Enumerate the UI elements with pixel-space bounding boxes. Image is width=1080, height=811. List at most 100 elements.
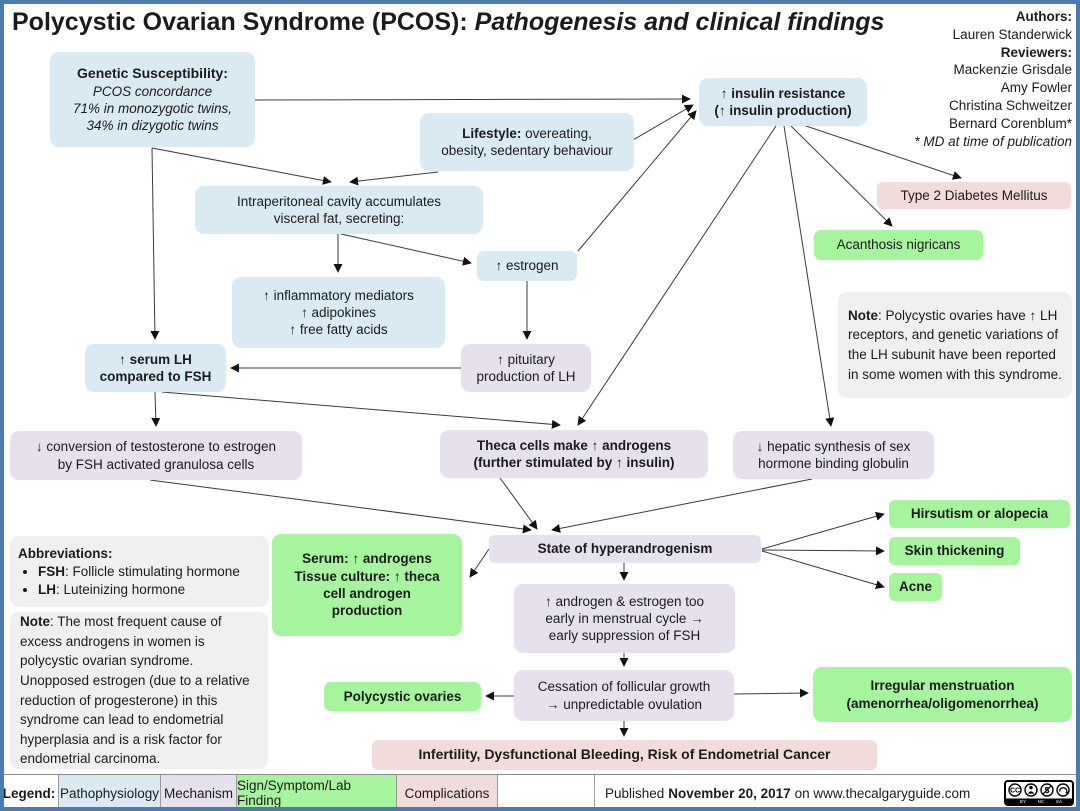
published-site: on www.thecalgaryguide.com	[794, 785, 971, 801]
legend-item-pathophysiology: Pathophysiology	[58, 775, 161, 811]
serum-androgens-line: cell androgen	[323, 586, 411, 601]
reviewer-name: Christina Schweitzer	[948, 97, 1072, 113]
published-prefix: Published	[605, 785, 665, 801]
by-label: BY	[1020, 799, 1026, 804]
genetic-heading: Genetic Susceptibility:	[77, 64, 228, 81]
abbreviation-def: : Follicle stimulating hormone	[65, 564, 240, 580]
sa-icon	[1056, 783, 1070, 797]
insulin-line: ↑ insulin resistance	[720, 85, 846, 101]
cc-icon: CC	[1008, 783, 1022, 797]
note-text: : The most frequent cause of excess andr…	[20, 614, 250, 767]
box-note-excess-androgens: Note: The most frequent cause of excess …	[10, 612, 268, 769]
abbreviation-term: FSH	[38, 564, 65, 580]
arrow-cessation-to-irregular	[733, 688, 809, 698]
box-hepatic-shbg: ↓ hepatic synthesis of sex hormone bindi…	[733, 431, 934, 479]
svg-text:CC: CC	[1010, 788, 1020, 795]
legend-item-complications: Complications	[397, 775, 498, 811]
lifestyle-label: Lifestyle:	[462, 125, 522, 141]
serum-androgens-line: Serum: ↑ androgens	[302, 551, 432, 567]
conversion-line: by FSH activated granulosa cells	[57, 456, 255, 472]
arrow-genetic-to-intraperitoneal	[151, 147, 332, 185]
box-cessation-follicular: Cessation of follicular growth → unpredi…	[514, 670, 734, 721]
box-irregular-menstruation: Irregular menstruation (amenorrhea/oligo…	[813, 667, 1072, 722]
irregular-line: (amenorrhea/oligomenorrhea)	[846, 695, 1039, 711]
arrow-hepatic-to-hyperandrogenism	[551, 478, 813, 533]
nc-icon: $	[1040, 783, 1054, 797]
arrow-genetic-to-insulin	[252, 94, 691, 104]
infertility-text: Infertility, Dysfunctional Bleeding, Ris…	[418, 746, 831, 763]
box-acanthosis-nigricans: Acanthosis nigricans	[814, 230, 983, 260]
insulin-line: (↑ insulin production)	[714, 103, 852, 118]
box-estrogen: ↑ estrogen	[477, 251, 577, 281]
nc-label: NC	[1038, 799, 1045, 804]
hepatic-line: ↓ hepatic synthesis of sex	[756, 438, 911, 454]
arrow-hyperandrogenism-to-acne	[761, 550, 885, 590]
legend-bar: Legend: Pathophysiology Mechanism Sign/S…	[0, 774, 1080, 811]
cessation-line: → unpredictable ovulation	[545, 696, 703, 712]
serum-androgens-line: Tissue culture: ↑ theca	[294, 568, 440, 584]
estrogen-text: ↑ estrogen	[495, 258, 559, 274]
genetic-line: 34% in dizygotic twins	[86, 118, 219, 134]
box-hyperandrogenism: State of hyperandrogenism	[489, 535, 761, 563]
arrow-intraperitoneal-to-estrogen	[340, 233, 472, 266]
conversion-line: ↓ conversion of testosterone to estrogen	[35, 439, 277, 455]
box-skin-thickening: Skin thickening	[889, 537, 1020, 565]
hirsutism-text: Hirsutism or alopecia	[910, 506, 1049, 522]
arrow-serum-lh-to-theca	[161, 391, 561, 429]
hepatic-line: hormone binding globulin	[758, 456, 909, 471]
pituitary-line: ↑ pituitary	[497, 351, 555, 367]
box-inflammatory-mediators: ↑ inflammatory mediators ↑ adipokines ↑ …	[232, 277, 445, 348]
lifestyle-text: obesity, sedentary behaviour	[441, 143, 613, 158]
irregular-line: Irregular menstruation	[870, 678, 1015, 694]
intraperitoneal-line: Intraperitoneal cavity accumulates	[236, 193, 442, 209]
t2dm-text: Type 2 Diabetes Mellitus	[900, 187, 1048, 203]
reviewer-name: Bernard Corenblum*	[948, 115, 1072, 131]
arrow-serum-lh-to-conversion	[151, 391, 161, 427]
serum-androgens-line: production	[331, 603, 403, 619]
inflammatory-line: ↑ free fatty acids	[289, 322, 388, 338]
arrow-theca-to-hyperandrogenism	[499, 477, 538, 530]
arrow-hyperandrogenism-to-serum-androgens	[469, 548, 490, 578]
cc-license-badge: CC $	[1004, 778, 1074, 808]
published-line: Published November 20, 2017 on www.theca…	[595, 775, 1004, 811]
by-person-icon	[1024, 783, 1038, 797]
polycystic-ovaries-text: Polycystic ovaries	[343, 688, 462, 704]
serum-lh-line: compared to FSH	[99, 369, 212, 384]
title-subtitle: Pathogenesis and clinical findings	[474, 8, 885, 36]
box-serum-lh: ↑ serum LH compared to FSH	[85, 344, 226, 392]
box-insulin-resistance: ↑ insulin resistance (↑ insulin producti…	[699, 78, 867, 126]
box-polycystic-ovaries: Polycystic ovaries	[324, 682, 481, 711]
box-intraperitoneal-fat: Intraperitoneal cavity accumulates visce…	[195, 186, 483, 234]
skin-thickening-text: Skin thickening	[904, 543, 1005, 559]
lifestyle-text: overeating,	[521, 125, 592, 141]
note-label: Note	[848, 307, 878, 323]
page-title: Polycystic Ovarian Syndrome (PCOS): Path…	[12, 8, 884, 37]
early-cycle-line: early in menstrual cycle →	[545, 610, 704, 626]
published-date: November 20, 2017	[668, 785, 791, 801]
acne-text: Acne	[898, 579, 932, 595]
authors-label: Authors:	[1015, 9, 1072, 24]
author-name: Lauren Standerwick	[952, 26, 1072, 42]
reviewers-label: Reviewers:	[1000, 44, 1072, 60]
genetic-line: PCOS concordance	[92, 83, 213, 99]
box-conversion-testosterone: ↓ conversion of testosterone to estrogen…	[10, 431, 302, 480]
credits-footnote: * MD at time of publication	[914, 133, 1072, 149]
abbreviation-item: LH: Luteinizing hormone	[38, 581, 240, 599]
reviewer-name: Amy Fowler	[1000, 80, 1072, 96]
box-pituitary-lh: ↑ pituitary production of LH	[461, 344, 591, 392]
title-main: Polycystic Ovarian Syndrome (PCOS):	[12, 8, 475, 36]
legend-item-mechanism: Mechanism	[161, 775, 237, 811]
box-lifestyle: Lifestyle: overeating, obesity, sedentar…	[420, 113, 634, 171]
cessation-line: Cessation of follicular growth	[537, 679, 711, 695]
abbreviation-def: : Luteinizing hormone	[56, 581, 186, 597]
box-early-cycle-fsh-suppression: ↑ androgen & estrogen too early in menst…	[514, 584, 735, 653]
intraperitoneal-line: visceral fat, secreting:	[273, 211, 405, 226]
legend-label: Legend:	[2, 785, 56, 801]
note-text: : Polycystic ovaries have ↑ LH receptors…	[848, 307, 1062, 382]
theca-line: Theca cells make ↑ androgens	[476, 437, 672, 453]
serum-lh-line: ↑ serum LH	[119, 351, 192, 367]
note-label: Note	[20, 614, 50, 630]
hyperandrogenism-text: State of hyperandrogenism	[537, 541, 713, 557]
arrow-hyperandrogenism-to-skin	[761, 546, 885, 556]
